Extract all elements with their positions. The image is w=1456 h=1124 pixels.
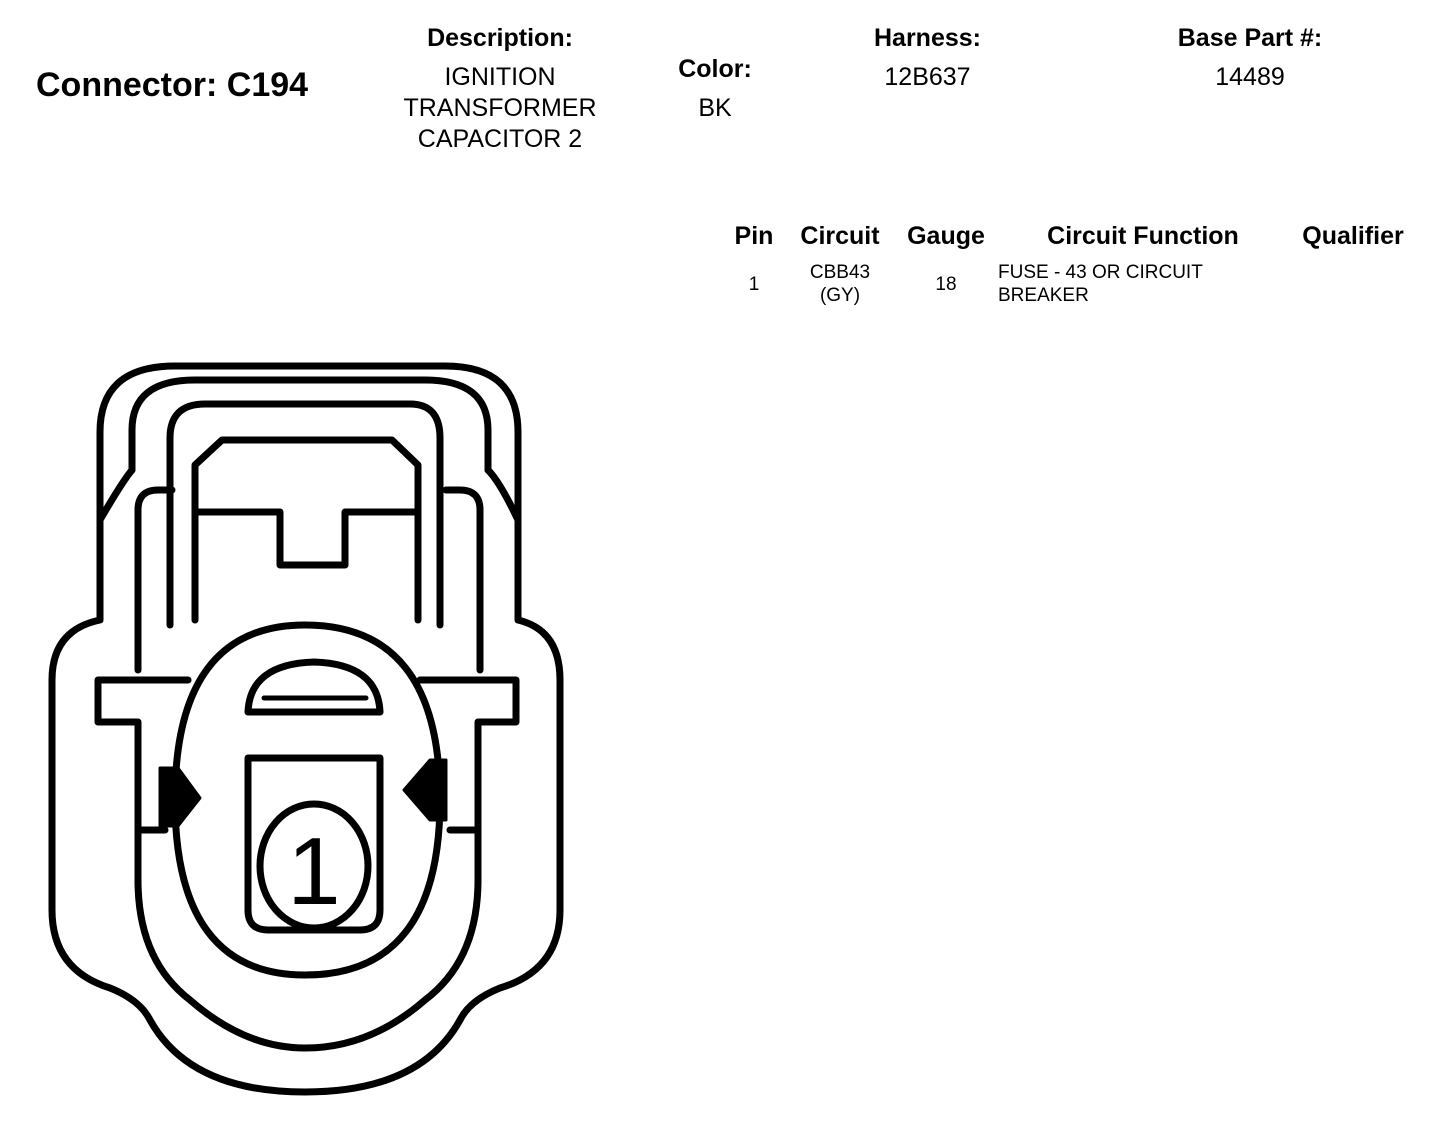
connector-face-diagram: 1 <box>48 362 564 1096</box>
connector-title: Connector: C194 <box>36 66 309 104</box>
column-header-gauge: Gauge <box>907 222 985 250</box>
column-header-circuit: Circuit <box>800 222 880 250</box>
cell-gauge: 18 <box>935 274 957 295</box>
description-value: IGNITION TRANSFORMER CAPACITOR 2 <box>380 62 620 155</box>
pin-1-label: 1 <box>287 818 340 925</box>
function-line: BREAKER <box>998 285 1089 306</box>
pin-1-terminal <box>256 800 372 932</box>
cell-pin: 1 <box>748 274 760 295</box>
harness-value: 12B637 <box>884 63 971 91</box>
terminal-cavity <box>171 621 444 979</box>
cell-circuit: CBB43 (GY) <box>790 261 890 307</box>
polarization-keys <box>158 758 448 828</box>
description-line: TRANSFORMER <box>403 94 597 122</box>
circuit-wire-color: (GY) <box>819 285 861 306</box>
harness-label: Harness: <box>874 24 981 52</box>
side-ribs <box>94 676 520 834</box>
column-header-qualifier: Qualifier <box>1302 222 1404 250</box>
color-value: BK <box>698 94 732 122</box>
column-header-function: Circuit Function <box>1047 222 1239 250</box>
latch <box>166 400 444 629</box>
description-label: Description: <box>427 24 573 52</box>
cell-function: FUSE - 43 OR CIRCUIT BREAKER <box>998 261 1278 307</box>
column-header-pin: Pin <box>734 222 774 250</box>
base-part-label: Base Part #: <box>1177 24 1323 52</box>
circuit-code: CBB43 <box>809 262 871 283</box>
function-line: FUSE - 43 OR CIRCUIT <box>998 262 1203 283</box>
description-line: CAPACITOR 2 <box>417 125 583 153</box>
color-label: Color: <box>678 55 752 83</box>
base-part-value: 14489 <box>1215 63 1285 91</box>
connector-housing <box>48 362 564 1096</box>
description-line: IGNITION <box>444 63 556 91</box>
